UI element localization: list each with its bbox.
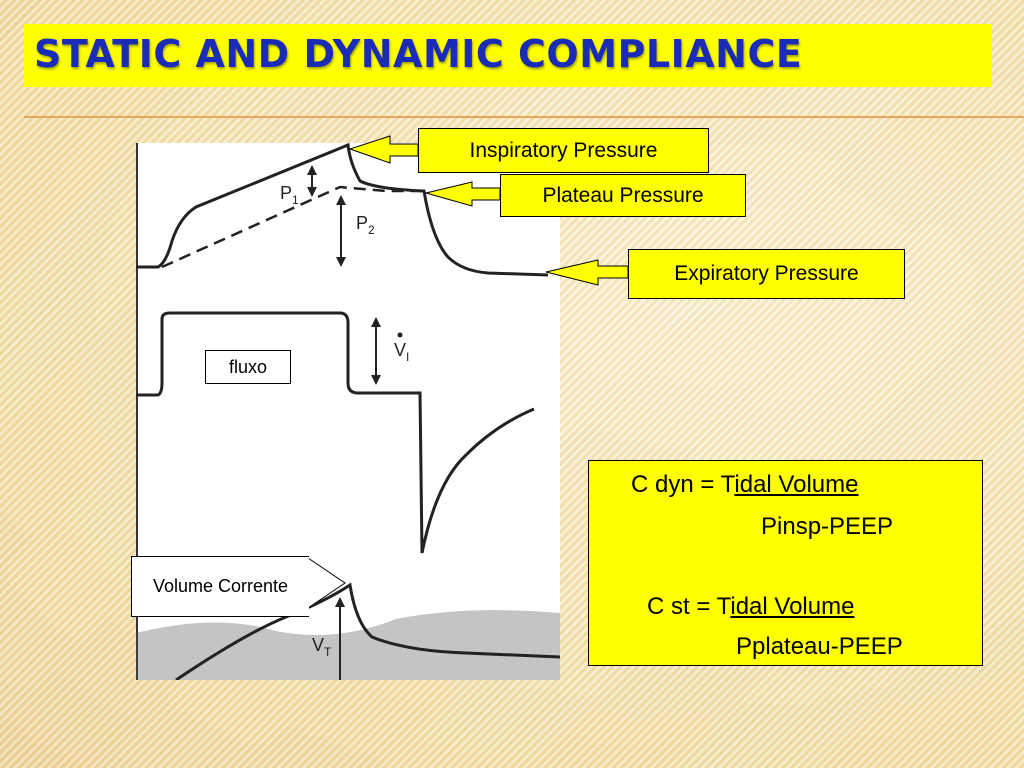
cst-denominator: Pplateau-PEEP	[736, 633, 903, 660]
cst-numerator: C st = Tidal Volume	[647, 593, 854, 621]
cdyn-prefix: C dyn = T	[631, 471, 735, 498]
volume-corrente-label: Volume Corrente	[131, 556, 309, 617]
p2-label: P2	[356, 213, 375, 237]
cdyn-denominator: Pinsp-PEEP	[761, 513, 894, 540]
inspiratory-pressure-label: Inspiratory Pressure	[418, 128, 709, 173]
plateau-pressure-label: Plateau Pressure	[500, 174, 746, 217]
compliance-formula-box: C dyn = Tidal Volume Pinsp-PEEP C st = T…	[588, 460, 983, 666]
volume-speckle	[136, 610, 560, 680]
pressure-curve	[136, 143, 549, 277]
vt-label: VT	[312, 635, 332, 659]
title-bar: STATIC AND DYNAMIC COMPLIANCE	[24, 24, 992, 87]
cdyn-underlined: idal Volume	[734, 471, 859, 498]
cst-underlined: idal Volume	[730, 593, 855, 620]
expiratory-pressure-label: Expiratory Pressure	[628, 249, 905, 299]
flow-curve	[136, 311, 535, 554]
title-divider	[24, 116, 1024, 118]
volume-curve	[175, 582, 560, 680]
vi-label: VI	[394, 340, 409, 364]
fluxo-label: fluxo	[205, 350, 291, 384]
p1-label: P1	[280, 183, 299, 207]
cst-prefix: C st = T	[647, 593, 731, 620]
cdyn-numerator: C dyn = Tidal Volume	[631, 471, 858, 499]
slide-title: STATIC AND DYNAMIC COMPLIANCE	[34, 32, 803, 76]
plateau-dashed-curve	[161, 185, 426, 269]
